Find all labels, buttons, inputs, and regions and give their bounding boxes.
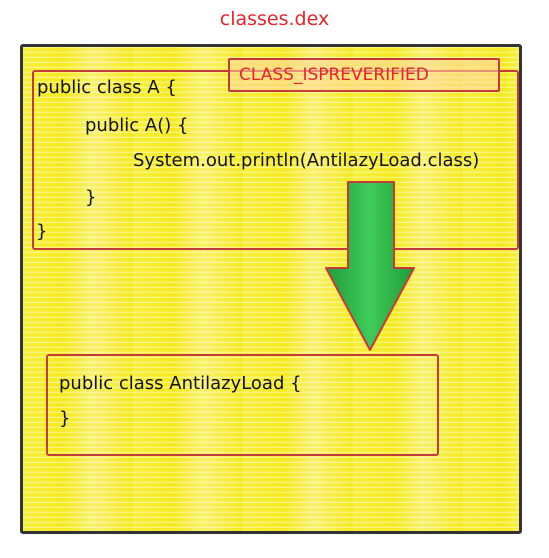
class-a-line-1: public class A {: [37, 77, 177, 98]
diagram-title: classes.dex: [219, 8, 330, 30]
preverified-badge: CLASS_ISPREVERIFIED: [228, 58, 500, 92]
class-a-line-3: System.out.println(AntilazyLoad.class): [133, 150, 480, 171]
antilazy-line-2: }: [59, 408, 71, 429]
antilazy-class-box: [46, 354, 439, 456]
class-a-line-2: public A() {: [85, 115, 189, 136]
class-a-line-5: }: [36, 221, 48, 242]
antilazy-line-1: public class AntilazyLoad {: [59, 373, 302, 394]
class-a-line-4: }: [85, 187, 97, 208]
dex-file-box: [20, 44, 522, 534]
